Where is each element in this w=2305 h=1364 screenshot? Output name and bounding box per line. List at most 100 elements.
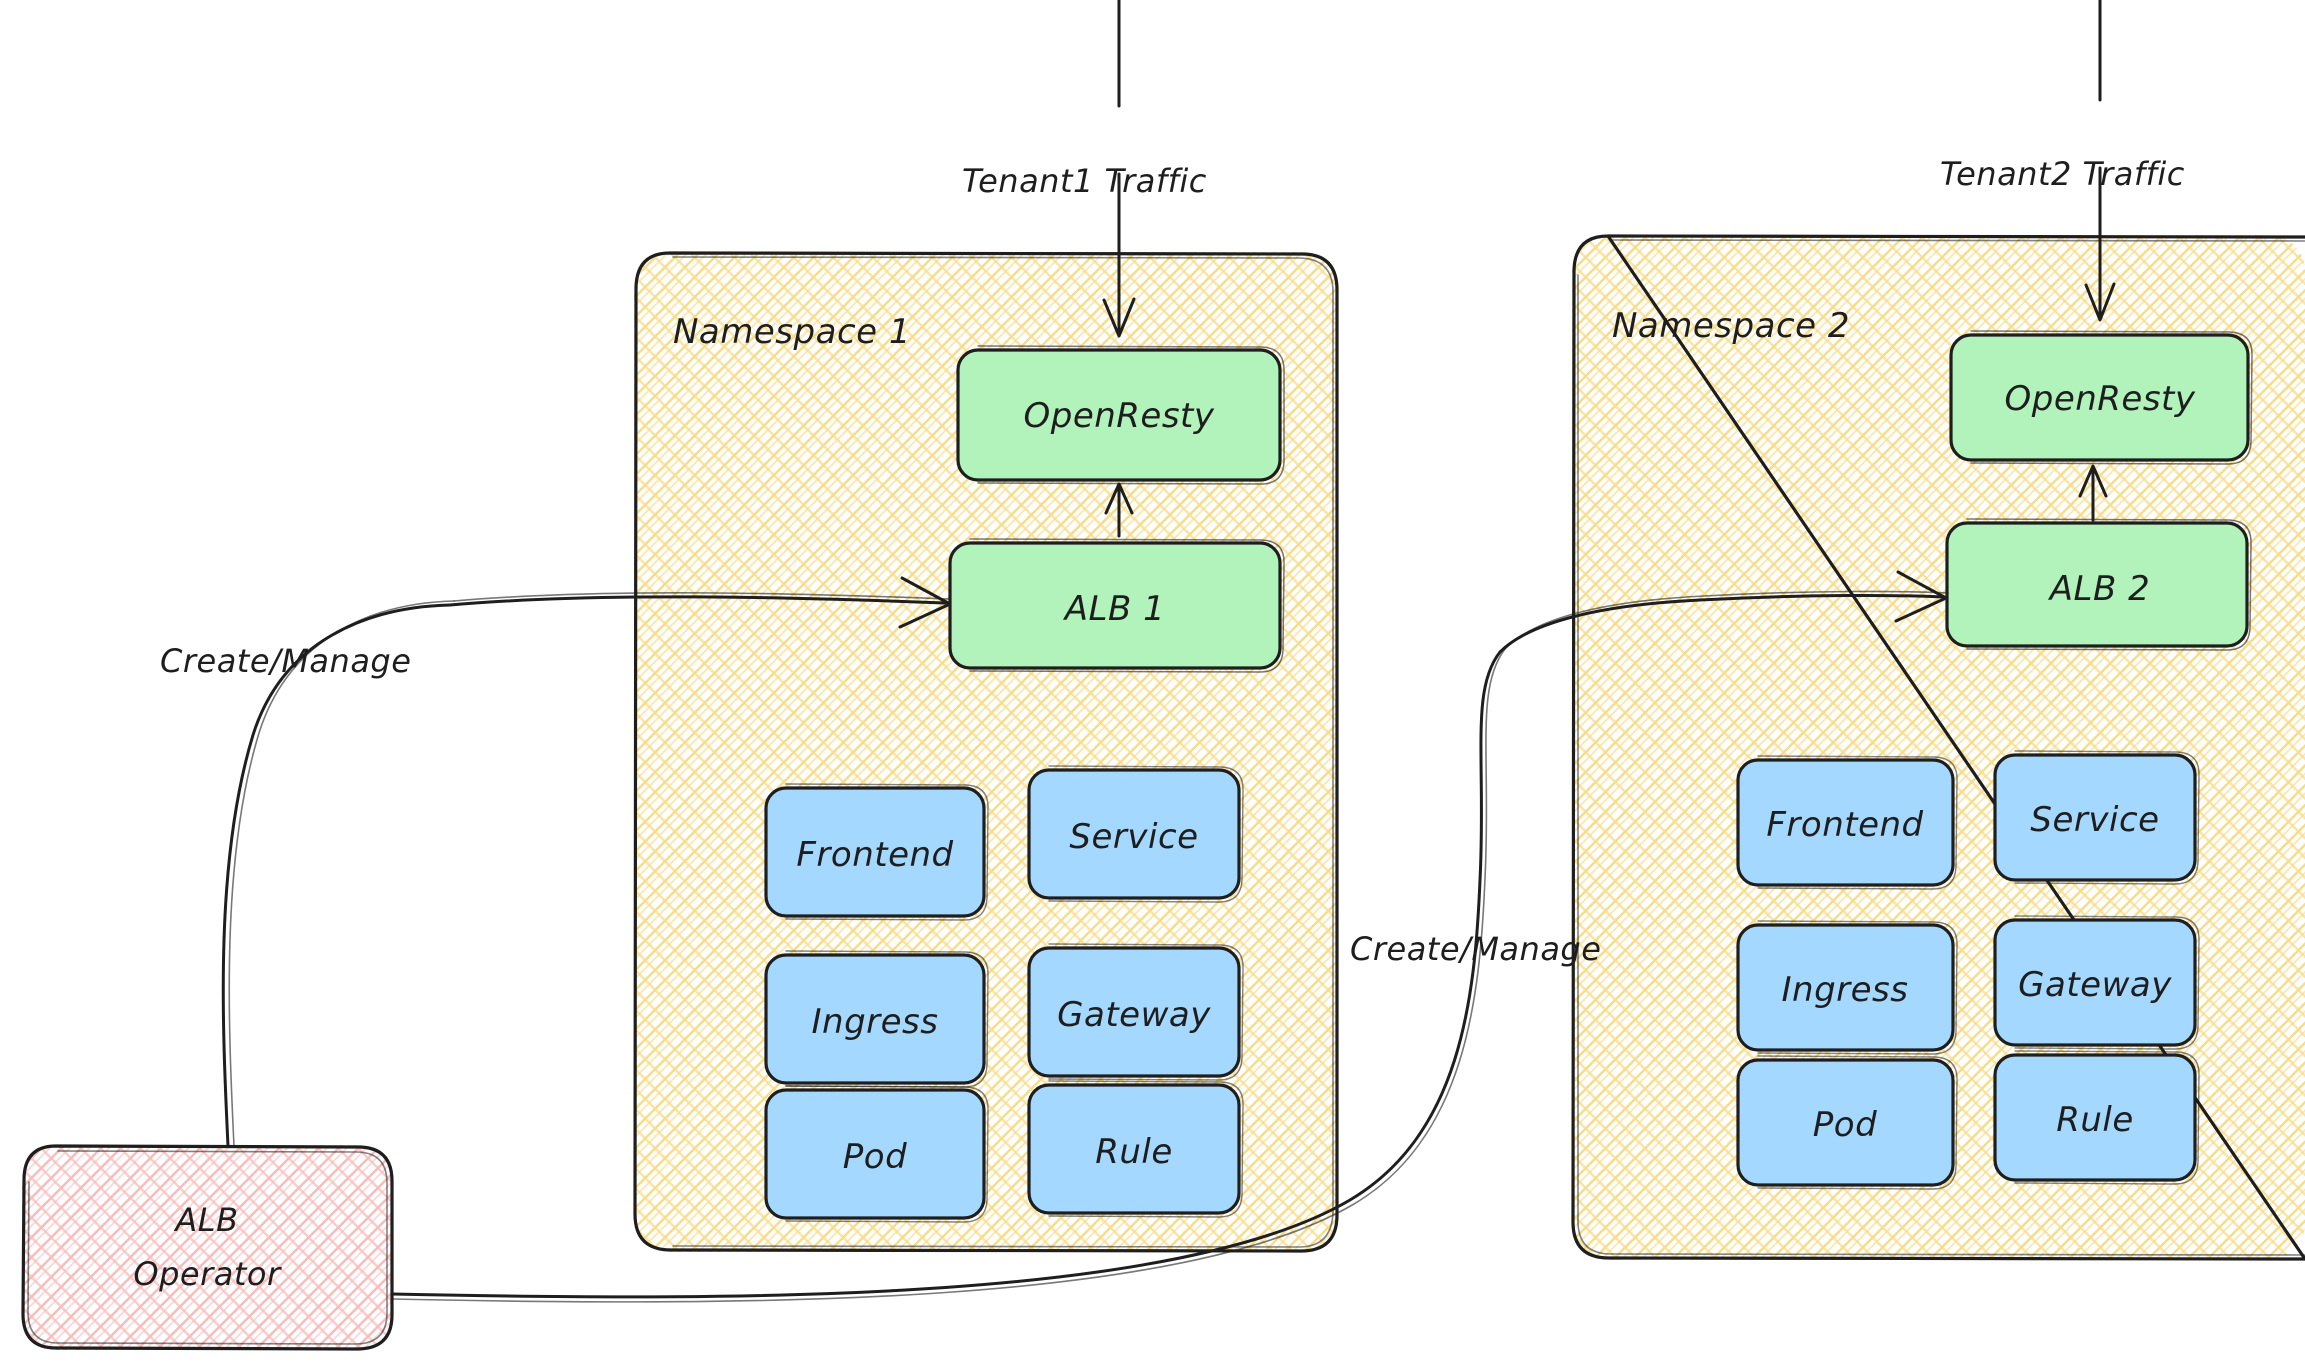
ns2-frontend-sketch [1757, 755, 1958, 890]
ns2-rule-sketch [2014, 1050, 2200, 1185]
ns2-pod-sketch [1757, 1055, 1958, 1190]
create-manage-edge-2-upper [1498, 593, 1946, 654]
ns1-gateway-label: Gateway [1057, 995, 1211, 1035]
create-manage-edge-2-lower-sketch [391, 648, 1506, 1303]
ns1-resource-rule[interactable]: Rule [1027, 1080, 1244, 1218]
create-manage-label-1: Create/Manage [160, 642, 411, 680]
create-manage-label-2: Create/Manage [1350, 930, 1601, 968]
ns2-frontend-box [1736, 758, 1955, 887]
ns1-ingress-label: Ingress [812, 1002, 939, 1042]
namespace-2-border-sketch [1577, 239, 2305, 1256]
ns1-alb-sketch [969, 538, 1285, 673]
tenant1-traffic-label: Tenant1 Traffic [962, 162, 1207, 200]
ns1-gateway-box [1027, 946, 1241, 1078]
ns2-openresty-sketch [1970, 330, 2253, 465]
ns1-alb-label: ALB 1 [1063, 589, 1165, 629]
ns2-resource-rule[interactable]: Rule [1993, 1050, 2200, 1185]
ns2-resource-service[interactable]: Service [1993, 750, 2200, 885]
ns2-openresty-box [1949, 333, 2250, 462]
ns2-openresty-label: OpenResty [2004, 379, 2195, 419]
ns1-pod-box [764, 1088, 986, 1220]
ns1-service-box [1027, 768, 1241, 900]
namespace-2-border [1571, 234, 2305, 1261]
create-manage-edge-1-upper-sketch [453, 592, 950, 602]
alb-operator-node[interactable]: ALB Operator [21, 1144, 394, 1351]
alb-operator-fill-2 [22, 1145, 392, 1350]
ns2-alb-sketch [1966, 518, 2252, 651]
ns2-alb-label: ALB 2 [2048, 569, 2150, 609]
create-manage-edge-1-lower-sketch [228, 600, 455, 1147]
ns2-ingress-box [1736, 923, 1955, 1052]
create-manage-edge-2-lower [390, 650, 1502, 1299]
ns1-ingress-sketch [785, 950, 989, 1088]
tenant2-traffic-arrow [2084, 0, 2116, 322]
ns2-ingress-label: Ingress [1782, 970, 1909, 1010]
ns2-alb-arrow-head [2078, 464, 2108, 498]
ns1-rule-box [1027, 1083, 1241, 1215]
ns1-resource-gateway[interactable]: Gateway [1027, 943, 1244, 1081]
ns1-resource-frontend[interactable]: Frontend [764, 783, 989, 921]
ns2-gateway-label: Gateway [2018, 965, 2172, 1005]
ns1-openresty-sketch [977, 345, 1285, 485]
tenant1-traffic-arrow [1102, 0, 1136, 338]
tenant2-traffic-label: Tenant2 Traffic [1940, 155, 2185, 193]
ns2-frontend-label: Frontend [1766, 805, 1923, 845]
ns1-alb-arrow-head [1104, 482, 1134, 515]
ns1-service-sketch [1048, 765, 1244, 903]
ns1-frontend-sketch [785, 783, 989, 921]
ns2-rule-label: Rule [2056, 1100, 2134, 1140]
tenant2-arrow-head [2084, 282, 2116, 322]
ns2-alb-to-openresty-arrow [2078, 464, 2108, 522]
ns1-pod-label: Pod [843, 1137, 907, 1177]
ns2-service-label: Service [2030, 800, 2159, 840]
ns2-alb-box [1945, 521, 2249, 648]
ns1-rule-label: Rule [1095, 1132, 1173, 1172]
create-manage-edge-1-lower [221, 603, 452, 1148]
ns2-alb-node[interactable]: ALB 2 [1945, 518, 2252, 651]
alb-operator-border-sketch [27, 1150, 388, 1345]
ns2-pod-box [1736, 1058, 1955, 1187]
ns1-resource-pod[interactable]: Pod [764, 1085, 989, 1223]
ns2-resource-frontend[interactable]: Frontend [1736, 755, 1958, 890]
ns1-service-label: Service [1069, 817, 1198, 857]
create-manage-edge-1-upper [448, 595, 947, 607]
ns1-openresty-label: OpenResty [1023, 396, 1214, 436]
ns1-pod-sketch [785, 1085, 989, 1223]
create-manage-edge-2-arrowhead [1894, 570, 1948, 623]
ns2-service-sketch [2014, 750, 2200, 885]
ns2-ingress-sketch [1757, 920, 1958, 1055]
namespace-1-border [633, 251, 1339, 1253]
ns2-resource-pod[interactable]: Pod [1736, 1055, 1958, 1190]
ns1-resource-service[interactable]: Service [1027, 765, 1244, 903]
ns2-pod-label: Pod [1813, 1105, 1877, 1145]
ns1-frontend-box [764, 786, 986, 918]
alb-operator-border [21, 1144, 394, 1351]
ns1-resource-ingress[interactable]: Ingress [764, 950, 989, 1088]
ns2-service-box [1993, 753, 2197, 882]
ns1-openresty-box [956, 348, 1282, 482]
ns2-resource-gateway[interactable]: Gateway [1993, 915, 2200, 1050]
ns1-alb-to-openresty-arrow [1104, 482, 1134, 538]
alb-operator-label-line1: ALB [173, 1201, 238, 1239]
namespace-1-border-sketch [672, 256, 1334, 1248]
create-manage-edge-2-upper-sketch [1504, 590, 1949, 650]
ns2-gateway-box [1993, 918, 2197, 1047]
ns1-gateway-sketch [1048, 943, 1244, 1081]
namespace-1-label: Namespace 1 [673, 312, 911, 352]
ns2-openresty-node[interactable]: OpenResty [1949, 330, 2253, 465]
create-manage-edge-1-arrowhead [898, 576, 952, 629]
ns1-openresty-node[interactable]: OpenResty [956, 345, 1285, 485]
ns1-rule-sketch [1048, 1080, 1244, 1218]
alb-operator-label-line2: Operator [133, 1255, 282, 1293]
ns2-rule-box [1993, 1053, 2197, 1182]
create-manage-edge-1 [221, 576, 952, 1148]
create-manage-edge-2 [390, 570, 1949, 1303]
ns1-alb-node[interactable]: ALB 1 [948, 538, 1285, 673]
tenant1-arrow-head [1102, 297, 1136, 338]
ns2-resource-ingress[interactable]: Ingress [1736, 920, 1958, 1055]
ns2-gateway-sketch [2014, 915, 2200, 1050]
ns1-frontend-label: Frontend [796, 835, 953, 875]
ns1-ingress-box [764, 953, 986, 1085]
